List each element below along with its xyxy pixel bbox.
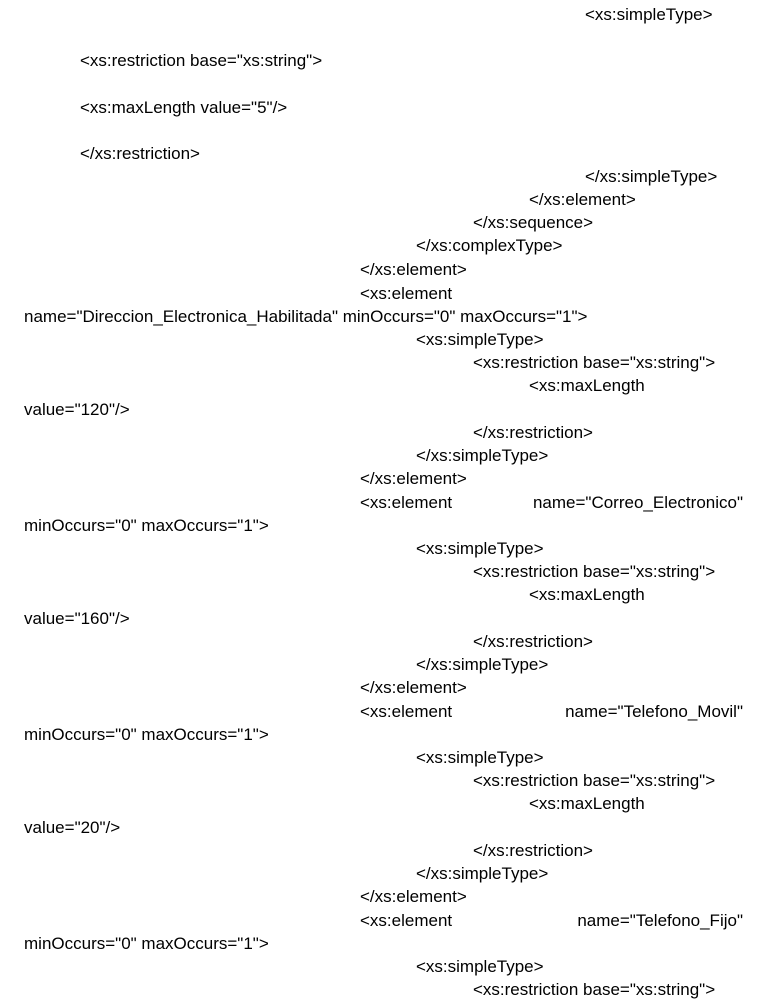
text-line: </xs:element> bbox=[360, 887, 467, 906]
text-line: <xs:simpleType> bbox=[416, 748, 544, 767]
text-line: <xs:element bbox=[360, 493, 453, 512]
text-line: <xs:restriction base="xs:string"> bbox=[473, 562, 716, 581]
text-line: <xs:maxLength value="5"/> bbox=[80, 98, 288, 117]
text-line: <xs:restriction base="xs:string"> bbox=[80, 51, 323, 70]
text-line: </xs:complexType> bbox=[416, 236, 563, 255]
text-line: name="Telefono_Movil" bbox=[565, 702, 743, 721]
text-line: </xs:simpleType> bbox=[416, 864, 549, 883]
text-line: </xs:sequence> bbox=[473, 213, 594, 232]
text-line: </xs:element> bbox=[529, 190, 636, 209]
text-line: minOccurs="0" maxOccurs="1"> bbox=[24, 516, 269, 535]
text-line: minOccurs="0" maxOccurs="1"> bbox=[24, 725, 269, 744]
text-line: </xs:simpleType> bbox=[416, 655, 549, 674]
text-line: </xs:simpleType> bbox=[585, 167, 718, 186]
text-line: <xs:simpleType> bbox=[416, 539, 544, 558]
text-line: <xs:simpleType> bbox=[585, 5, 713, 24]
text-line: <xs:maxLength bbox=[529, 585, 645, 604]
text-line: <xs:simpleType> bbox=[416, 957, 544, 976]
text-line: </xs:restriction> bbox=[473, 632, 593, 651]
text-line: </xs:restriction> bbox=[473, 841, 593, 860]
text-line: <xs:element bbox=[360, 702, 453, 721]
text-line: <xs:restriction base="xs:string"> bbox=[473, 980, 716, 999]
text-line: <xs:simpleType> bbox=[416, 330, 544, 349]
text-line: </xs:element> bbox=[360, 260, 467, 279]
text-line: <xs:maxLength bbox=[529, 794, 645, 813]
text-line: </xs:element> bbox=[360, 678, 467, 697]
text-line: </xs:element> bbox=[360, 469, 467, 488]
text-line: value="160"/> bbox=[24, 609, 130, 628]
text-line: name="Telefono_Fijo" bbox=[577, 911, 743, 930]
text-line: <xs:element bbox=[360, 911, 453, 930]
text-line: <xs:restriction base="xs:string"> bbox=[473, 353, 716, 372]
text-line: value="120"/> bbox=[24, 400, 130, 419]
text-line: name="Correo_Electronico" bbox=[532, 493, 743, 512]
text-line: <xs:maxLength bbox=[529, 376, 645, 395]
text-line: </xs:restriction> bbox=[473, 423, 593, 442]
text-line: minOccurs="0" maxOccurs="1"> bbox=[24, 934, 269, 953]
text-line: name="Direccion_Electronica_Habilitada" … bbox=[24, 307, 588, 326]
text-line: </xs:restriction> bbox=[80, 144, 200, 163]
text-line: <xs:restriction base="xs:string"> bbox=[473, 771, 716, 790]
text-line: <xs:element bbox=[360, 284, 453, 303]
text-line: value="20"/> bbox=[24, 818, 121, 837]
text-line: </xs:simpleType> bbox=[416, 446, 549, 465]
